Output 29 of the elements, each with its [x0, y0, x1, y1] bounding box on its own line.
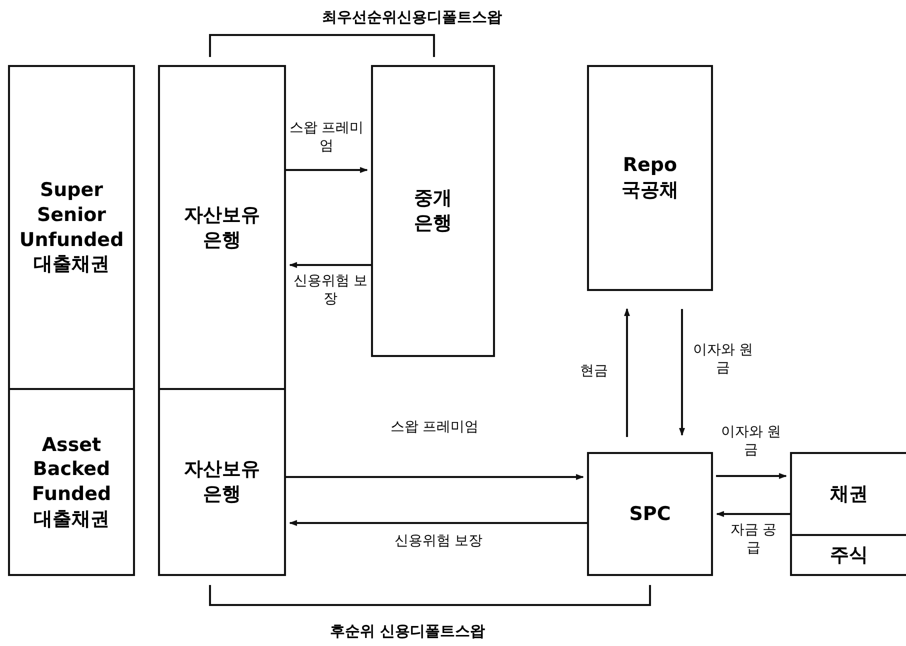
box-label: 자산보유 은행 — [183, 202, 261, 252]
box-label: Super Senior Unfunded 대출채권 — [18, 178, 125, 277]
box-label: SPC — [629, 502, 671, 526]
box — [790, 452, 906, 536]
arrow — [716, 511, 790, 517]
arrow — [716, 473, 787, 479]
box — [8, 65, 135, 390]
arrow — [624, 308, 630, 437]
arrow — [679, 309, 685, 436]
box — [587, 452, 713, 576]
box-label: 중개 은행 — [413, 186, 453, 236]
box — [158, 65, 286, 390]
box — [8, 388, 135, 576]
box-label: 자산보유 은행 — [183, 457, 261, 507]
arrow — [289, 262, 371, 268]
arrow — [289, 520, 587, 526]
box-label: Asset Backed Funded 대출채권 — [30, 432, 112, 532]
edge-label: 자금 공급 — [728, 522, 778, 557]
box-label: Repo 국공채 — [620, 153, 680, 203]
box — [158, 388, 286, 576]
box — [587, 65, 713, 291]
bracket-label: 최우선순위신용디폴트스왑 — [322, 8, 502, 27]
box — [371, 65, 495, 357]
arrow — [286, 474, 584, 480]
box — [790, 534, 906, 576]
bracket-label: 후순위 신용디폴트스왑 — [330, 622, 486, 641]
arrow — [286, 167, 368, 173]
box-label: 채권 — [830, 482, 868, 506]
box-label: 주식 — [830, 542, 868, 568]
